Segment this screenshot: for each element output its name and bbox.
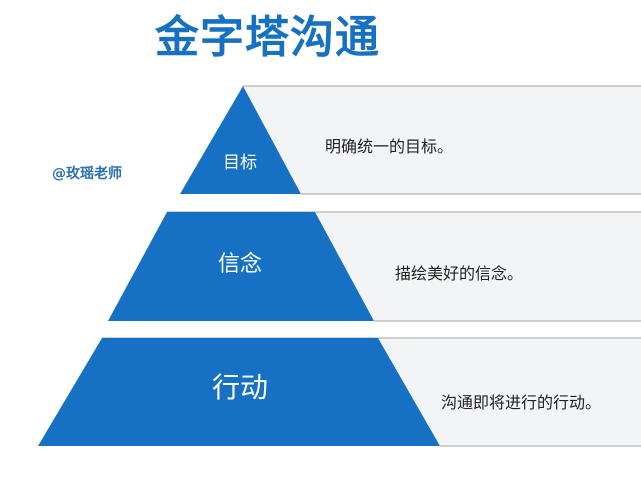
pyramid-tier-middle: [108, 212, 374, 321]
page-title: 金字塔沟通: [155, 12, 380, 63]
pyramid-tier-top: [180, 86, 301, 194]
description-panel-1: [243, 85, 641, 195]
tier-description-goal: 明确统一的目标。: [325, 137, 454, 156]
tier-label-goal: 目标: [223, 153, 257, 173]
tier-description-action: 沟通即将进行的行动。: [441, 393, 602, 412]
author-watermark: @玫瑶老师: [52, 166, 122, 182]
pyramid-tier-bottom: [38, 338, 440, 446]
tier-label-belief: 信念: [217, 252, 262, 277]
tier-description-belief: 描绘美好的信念。: [395, 264, 524, 283]
tier-label-action: 行动: [211, 371, 268, 404]
